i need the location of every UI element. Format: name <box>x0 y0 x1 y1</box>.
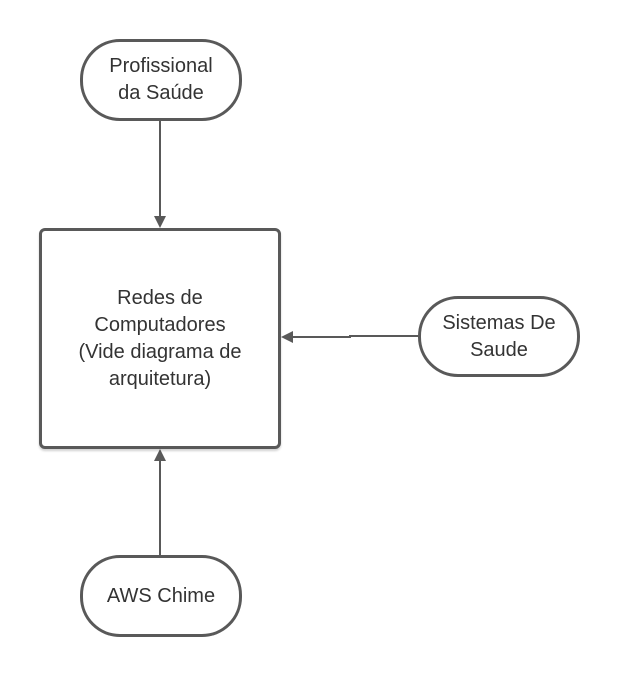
node-sistemas-de-saude[interactable]: Sistemas De Saude <box>418 296 580 377</box>
node-redes-de-computadores[interactable]: Redes de Computadores (Vide diagrama de … <box>39 228 281 449</box>
edge-sistemas-to-redes <box>281 331 418 343</box>
node-aws-chime[interactable]: AWS Chime <box>80 555 242 637</box>
node-profissional-da-saude[interactable]: Profissional da Saúde <box>80 39 242 121</box>
node-label: Sistemas De Saude <box>442 311 556 361</box>
node-label: AWS Chime <box>106 584 216 607</box>
node-label: Profissional da Saúde <box>109 55 213 104</box>
node-label: Redes de Computadores (Vide diagrama de … <box>78 286 242 390</box>
